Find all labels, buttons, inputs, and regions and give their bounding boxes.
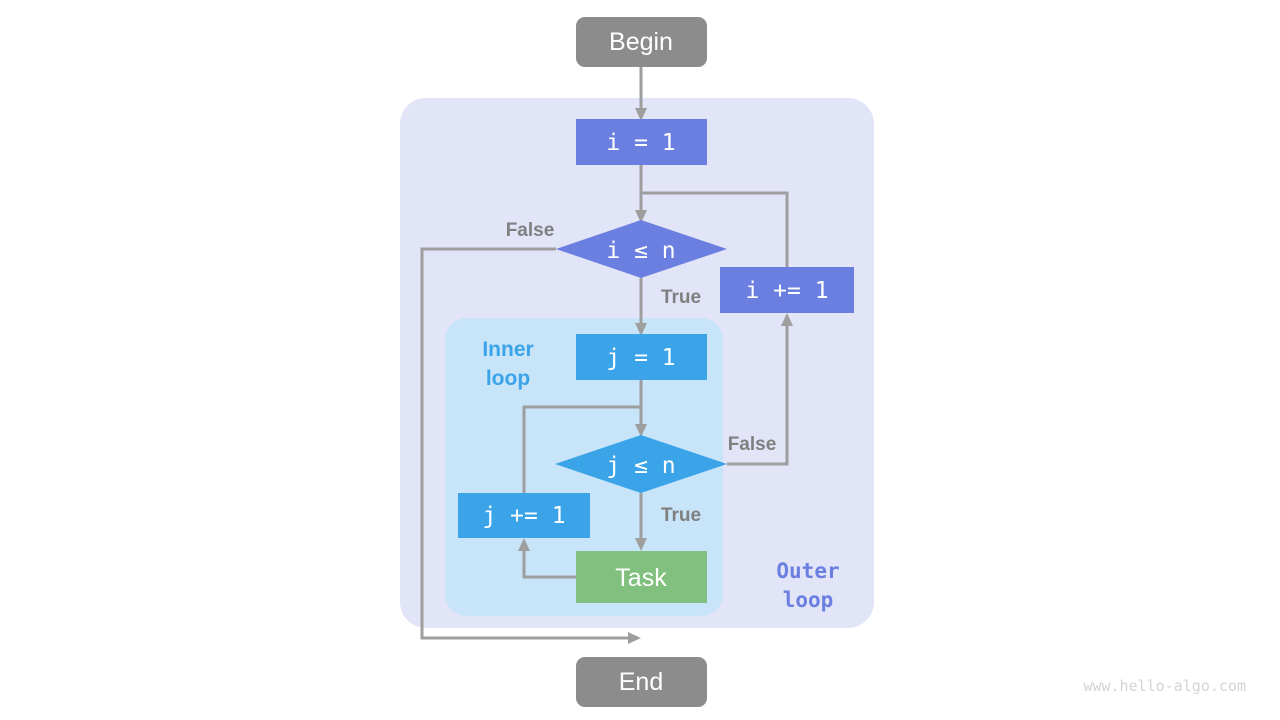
watermark-label: www.hello-algo.com (1083, 677, 1246, 695)
group-label-inner-loop-line2: loop (486, 367, 530, 390)
edge-label-i-cond-true: True (661, 287, 701, 308)
edge-j-cond-false-to-i-inc (727, 313, 793, 466)
edge-i-init-to-i-cond (635, 165, 647, 223)
edge-begin-to-i-init (635, 67, 647, 121)
edge-i-cond-true-to-j-init (635, 278, 647, 336)
node-i-init-label: i = 1 (606, 130, 675, 156)
node-end[interactable]: End (576, 657, 707, 707)
node-j-init-label: j = 1 (606, 345, 675, 371)
node-j-inc[interactable]: j += 1 (458, 493, 590, 538)
edge-i-cond-false-to-end (420, 247, 641, 644)
edge-j-inc-to-j-cond (522, 405, 641, 493)
edge-j-init-to-j-cond (635, 380, 647, 437)
edge-i-inc-to-i-cond (641, 191, 789, 267)
node-end-label: End (619, 668, 663, 696)
node-i-inc-label: i += 1 (745, 278, 828, 304)
node-j-cond[interactable]: j ≤ n (555, 435, 727, 493)
node-i-inc[interactable]: i += 1 (720, 267, 854, 313)
node-i-cond-label: i ≤ n (606, 238, 675, 264)
edge-label-i-cond-false: False (506, 220, 555, 241)
node-i-init[interactable]: i = 1 (576, 119, 707, 165)
node-i-cond[interactable]: i ≤ n (556, 220, 727, 278)
node-task-label: Task (615, 564, 667, 592)
node-begin[interactable]: Begin (576, 17, 707, 67)
node-begin-label: Begin (609, 28, 673, 56)
node-j-inc-label: j += 1 (482, 503, 565, 529)
group-label-inner-loop-line1: Inner (482, 338, 533, 361)
edge-task-to-j-inc (518, 538, 576, 579)
edge-j-cond-true-to-task (635, 493, 647, 551)
node-j-init[interactable]: j = 1 (576, 334, 707, 380)
edge-label-j-cond-false: False (728, 434, 777, 455)
group-label-outer-loop-line1: Outer (776, 559, 839, 583)
edge-label-j-cond-true: True (661, 505, 701, 526)
node-j-cond-label: j ≤ n (606, 453, 675, 479)
node-task[interactable]: Task (576, 551, 707, 603)
group-label-outer-loop-line2: loop (783, 588, 834, 612)
